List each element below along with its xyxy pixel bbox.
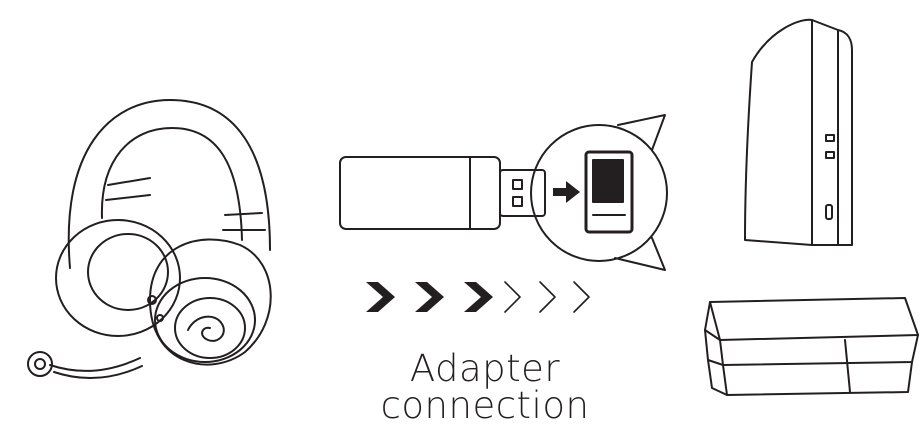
outline-chevron-3 bbox=[573, 281, 590, 313]
caption-text: Adapter connection bbox=[380, 347, 590, 427]
ps4-console-illustration bbox=[704, 297, 919, 396]
filled-chevron-2 bbox=[415, 282, 444, 312]
outline-chevron-2 bbox=[539, 281, 556, 313]
ps5-console-illustration bbox=[744, 18, 853, 246]
filled-chevron-3 bbox=[464, 282, 493, 312]
headset-illustration bbox=[27, 99, 272, 379]
filled-chevron-1 bbox=[366, 282, 395, 312]
insert-arrow bbox=[553, 181, 580, 203]
usb-adapter-illustration bbox=[339, 156, 546, 230]
filled-chevron-arrows bbox=[366, 282, 493, 312]
outline-chevron-arrows bbox=[504, 281, 590, 313]
outline-chevron-1 bbox=[504, 281, 521, 313]
adapter-connection-diagram bbox=[27, 18, 919, 396]
usb-port-callout bbox=[530, 114, 668, 271]
